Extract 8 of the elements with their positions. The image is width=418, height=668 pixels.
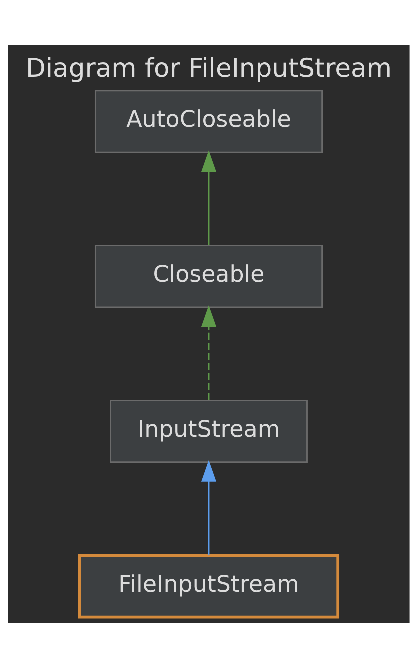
node-box: FileInputStream	[78, 554, 340, 619]
arrow	[201, 306, 217, 400]
arrow	[201, 150, 217, 246]
node-box: Closeable	[94, 245, 324, 308]
diagram-title: Diagram for FileInputStream	[26, 54, 392, 84]
node-box: InputStream	[110, 400, 308, 464]
arrow	[201, 460, 217, 556]
node-box: AutoCloseable	[94, 90, 324, 154]
